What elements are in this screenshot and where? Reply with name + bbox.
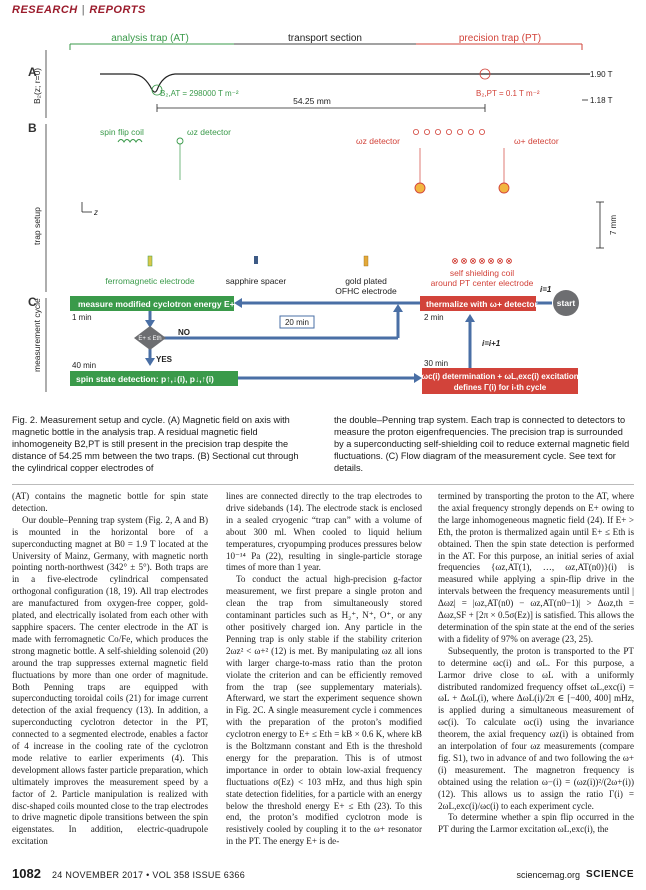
journal-name: SCIENCE	[586, 869, 634, 880]
label-analysis-trap: analysis trap (AT)	[111, 33, 189, 44]
t1-label: 1 min	[72, 313, 92, 322]
panel-a-ylabel: B₂(z; r=0)	[32, 68, 42, 104]
caption-rule	[12, 484, 634, 485]
sapphire-spacer-icon	[254, 256, 258, 264]
c3-paragraph-3: To determine whether a spin flip occurre…	[438, 812, 634, 835]
spin-detection-label: spin state detection: p↑,↓(i), p↓,↑(i)	[76, 374, 214, 384]
running-header: RESEARCH|REPORTS	[12, 4, 146, 16]
top-trap-labels: analysis trap (AT) transport section pre…	[69, 33, 583, 50]
c2-paragraph-2: To conduct the actual high-precision g-f…	[226, 574, 422, 847]
gold-electrode-icon	[363, 255, 369, 267]
wz-detector-at-icon	[176, 137, 184, 180]
gold-electrode-label-1: gold plated	[345, 276, 387, 286]
distance-label: 54.25 mm	[293, 96, 331, 106]
coil-dots-row	[412, 129, 485, 136]
t40-label: 40 min	[72, 361, 96, 370]
header-separator: |	[81, 4, 86, 16]
measure-label: measure modified cyclotron energy E+	[78, 299, 235, 309]
panel-a: A B₂(z; r=0) B₂,AT = 298000 T m⁻² B₂,PT …	[28, 50, 613, 118]
c2-paragraph-1: lines are connected directly to the trap…	[226, 491, 422, 573]
panel-c: C measurement cycle	[28, 285, 579, 394]
body-column-2: lines are connected directly to the trap…	[226, 491, 422, 848]
issue-date: 24 NOVEMBER 2017 • VOL 358 ISSUE 6366	[52, 870, 246, 880]
b2-pt-label: B₂,PT = 0.1 T m⁻²	[476, 89, 540, 98]
wplus-detector-label: ω+ detector	[514, 136, 559, 146]
thermalize-label: thermalize with ω+ detector	[426, 299, 538, 309]
wz-detector-pt-label: ωz detector	[356, 136, 400, 146]
panel-c-ylabel: measurement cycle	[32, 298, 42, 372]
t2-label: 2 min	[424, 313, 444, 322]
decision-label: E+ ≤ Eth	[138, 336, 161, 342]
no-label: NO	[178, 328, 190, 337]
yes-label: YES	[156, 355, 173, 364]
c1-paragraph-2: Our double–Penning trap system (Fig. 2, …	[12, 514, 208, 847]
ferro-electrode-icon	[147, 255, 153, 267]
determination-box	[422, 368, 578, 394]
scale-bar: 7 mm	[596, 201, 618, 249]
c1-paragraph-1: (AT) contains the magnetic bottle for sp…	[12, 491, 208, 513]
thermalize-box	[420, 296, 536, 311]
header-section: RESEARCH	[12, 4, 78, 16]
field-curve	[100, 73, 590, 93]
caption-right: the double–Penning trap system. Each tra…	[334, 415, 630, 473]
ferro-electrode-label: ferromagnetic electrode	[105, 276, 195, 286]
measure-box	[70, 296, 234, 311]
caption-left: Fig. 2. Measurement setup and cycle. (A)…	[12, 415, 299, 473]
c3-paragraph-2: Subsequently, the proton is transported …	[438, 645, 634, 811]
label-precision-trap: precision trap (PT)	[459, 33, 541, 44]
panel-b: B trap setup spin flip coil ωz detector …	[28, 121, 618, 296]
b2-at-label: B₂,AT = 298000 T m⁻²	[160, 89, 239, 98]
shield-coil-icon	[452, 258, 512, 264]
t20-label: 20 min	[285, 318, 309, 327]
wz-detector-at-label: ωz detector	[187, 127, 231, 137]
z-axis-icon: z	[81, 202, 98, 217]
label-transport-section: transport section	[288, 33, 362, 44]
wplus-detector-icon	[498, 148, 510, 194]
body-column-3: termined by transporting the proton to t…	[438, 491, 634, 836]
header-subsection: REPORTS	[89, 4, 146, 16]
start-node	[553, 290, 579, 316]
i1-label: i=1	[540, 285, 552, 294]
page-number: 1082	[12, 866, 41, 881]
c3-paragraph-1: termined by transporting the proton to t…	[438, 491, 634, 644]
spin-flip-label: spin flip coil	[100, 127, 144, 137]
determination-label-2: defines Γ(i) for i-th cycle	[454, 383, 547, 392]
panel-a-letter: A	[28, 65, 37, 79]
ii-label: i=i+1	[482, 339, 501, 348]
field-low-label: 1.18 T	[590, 96, 613, 105]
figure-2: analysis trap (AT) transport section pre…	[28, 33, 618, 394]
scale-bar-label: 7 mm	[609, 215, 618, 235]
spin-detection-box	[70, 371, 238, 386]
twenty-min-box: 20 min	[279, 315, 315, 329]
journal-site: sciencemag.org	[516, 870, 580, 880]
start-label: start	[557, 298, 576, 308]
sapphire-spacer-label: sapphire spacer	[226, 276, 287, 286]
body-column-1: (AT) contains the magnetic bottle for sp…	[12, 491, 208, 848]
panel-b-letter: B	[28, 121, 37, 135]
shield-coil-label-1: self shielding coil	[450, 268, 514, 278]
field-high-label: 1.90 T	[590, 70, 613, 79]
panel-c-letter: C	[28, 295, 37, 309]
gold-electrode-label-2: OFHC electrode	[335, 286, 397, 296]
decision-diamond	[134, 326, 166, 350]
z-axis-label: z	[93, 208, 98, 217]
at-marker	[151, 84, 163, 96]
t30-label: 30 min	[424, 359, 448, 368]
pt-marker	[479, 68, 491, 80]
wz-detector-pt-icon	[414, 148, 426, 194]
panel-b-ylabel: trap setup	[32, 207, 42, 245]
spin-flip-coil-icon	[117, 139, 143, 143]
shield-coil-label-2: around PT center electrode	[431, 278, 534, 288]
determination-label-1: ωc(i) determination + ωL,exc(i) excitati…	[421, 372, 578, 381]
